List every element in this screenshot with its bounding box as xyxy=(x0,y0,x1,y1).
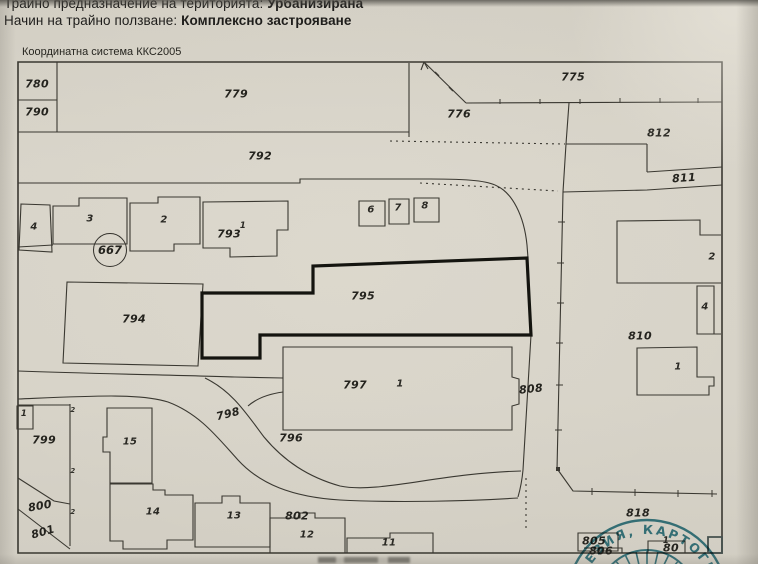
illegible-scale-text xyxy=(318,557,418,563)
parcel-label-792: 792 xyxy=(248,149,272,163)
road-lines xyxy=(17,370,522,503)
parcel-label-775: 775 xyxy=(561,70,585,84)
parcel-label-802: 802 xyxy=(285,509,309,523)
building-label-1: 1 xyxy=(20,409,28,419)
parcel-795-highlight xyxy=(200,256,533,360)
parcel-label-799: 799 xyxy=(32,433,56,447)
stamp-inner-ring xyxy=(610,549,684,564)
stamp-arc-text: ЕЗИЯ, КАРТОГРА xyxy=(0,0,717,564)
stamp-outer-ring xyxy=(574,518,720,564)
parcel-label-779: 779 xyxy=(224,87,248,101)
parcel-label-790: 790 xyxy=(25,105,49,119)
building-label-11: 11 xyxy=(381,537,397,549)
parcel-label-796: 796 xyxy=(279,431,303,445)
survey-point-circle: 667 xyxy=(93,233,127,267)
point-mark-2: 2 xyxy=(70,508,76,516)
building-label-4: 4 xyxy=(30,221,38,233)
building-label-1: 1 xyxy=(239,221,247,231)
building-label-2: 2 xyxy=(160,214,168,226)
parcel-label-797: 797 xyxy=(343,378,367,392)
point-mark-2: 2 xyxy=(70,467,76,475)
building-label-1: 1 xyxy=(396,378,404,390)
land-use-line: Начин на трайно ползване: Комплексно зас… xyxy=(4,13,352,28)
coordinate-system-note: Координатна система ККС2005 xyxy=(22,46,182,58)
building-label-4: 4 xyxy=(701,301,709,313)
land-use-label: Начин на трайно ползване: xyxy=(4,13,178,28)
stamp-graphics: ЕЗИЯ, КАРТОГРА xyxy=(0,0,720,564)
building-label-8: 8 xyxy=(421,200,429,212)
parcel-label-794: 794 xyxy=(122,312,146,326)
stamp-ray-pattern xyxy=(615,551,679,564)
stamp-ray xyxy=(635,552,640,564)
building-label-13: 13 xyxy=(226,510,242,522)
dotted-boundaries xyxy=(389,140,566,531)
parcel-boundaries xyxy=(17,61,723,550)
parcel-label-812: 812 xyxy=(647,126,671,140)
stamp-ray xyxy=(663,555,670,564)
parcel-label-793: 793 xyxy=(217,227,241,241)
building-label-6: 6 xyxy=(367,204,375,216)
land-purpose-line: Трайно предназначение на територията: Ур… xyxy=(4,0,363,11)
building-label-1: 1 xyxy=(674,361,682,373)
building-label-12: 12 xyxy=(299,529,315,541)
parcel-label-806: 806 xyxy=(589,544,613,558)
survey-point-label: 667 xyxy=(97,243,122,257)
land-use-value: Комплексно застрояване xyxy=(181,13,352,28)
parcel-label-810: 810 xyxy=(628,329,652,343)
building-label-1: 1 xyxy=(662,536,670,546)
survey-ticks xyxy=(434,71,713,497)
stamp-text-path: ЕЗИЯ, КАРТОГРА xyxy=(0,0,717,564)
building-label-15: 15 xyxy=(122,436,138,448)
stamp-ray xyxy=(624,555,631,564)
building-label-3: 3 xyxy=(86,213,94,225)
building-label-2: 2 xyxy=(708,251,716,263)
parcel-label-80: 80 xyxy=(663,541,679,555)
parcel-label-795: 795 xyxy=(351,289,375,303)
land-purpose-label: Трайно предназначение на територията: xyxy=(4,0,264,11)
parcel-label-818: 818 xyxy=(626,506,650,520)
stamp-ray xyxy=(654,552,659,564)
building-label-14: 14 xyxy=(145,506,161,518)
land-purpose-value: Урбанизирана xyxy=(267,0,364,11)
building-outlines xyxy=(16,196,723,554)
parcel-label-776: 776 xyxy=(447,107,471,121)
parcel-label-780: 780 xyxy=(25,77,49,91)
building-label-7: 7 xyxy=(394,202,402,214)
point-mark-2: 2 xyxy=(70,406,76,414)
